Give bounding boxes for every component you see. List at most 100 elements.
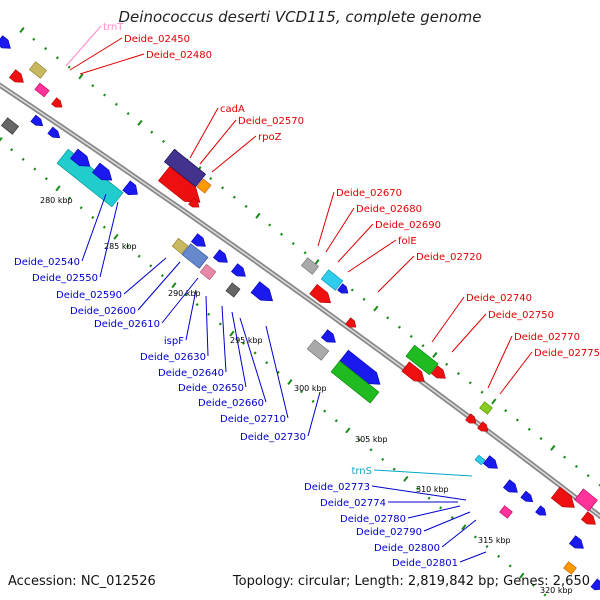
tick-mark (527, 427, 531, 431)
label-blue-8: Deide_02650 (178, 383, 244, 394)
tick-mark (543, 593, 547, 597)
tick-mark (91, 215, 95, 220)
gene-48 (568, 535, 584, 549)
tick-mark (10, 148, 14, 152)
label-right-7: Deide_02770 (514, 332, 580, 343)
label-bottom-2: Deide_02774 (320, 498, 386, 509)
gene-28 (345, 317, 357, 328)
tick-mark (409, 334, 413, 338)
tick-mark (291, 242, 295, 246)
label-blue-9-leader (239, 317, 267, 403)
kbp-label-4: 300 kbp (294, 384, 327, 393)
gene-46 (574, 488, 598, 512)
tick-mark (381, 457, 385, 462)
tick-mark (221, 186, 225, 190)
tick-mark (171, 282, 177, 289)
gene-43 (499, 505, 513, 519)
tick-mark (67, 65, 71, 69)
tick-mark (21, 157, 25, 161)
tick-mark (44, 177, 48, 181)
tick-mark (473, 535, 477, 539)
gene-27 (337, 283, 349, 294)
tick-mark (350, 288, 354, 292)
gene-10 (92, 162, 113, 181)
kbp-label-2: 290 kbp (168, 289, 201, 298)
label-blue-3: Deide_02600 (70, 306, 136, 317)
tick-mark (421, 344, 425, 348)
tick-mark (397, 325, 401, 329)
gene-45 (550, 486, 575, 508)
tick-mark (504, 409, 508, 413)
gene-41 (502, 479, 518, 493)
tick-mark (563, 455, 567, 459)
kbp-label-3: 295 kbp (230, 336, 263, 345)
tick-mark (279, 232, 284, 236)
tick-mark (207, 312, 211, 316)
label-right-0: Deide_02670 (336, 188, 402, 199)
kbp-label-7: 315 kbp (478, 536, 511, 545)
tick-mark (586, 474, 590, 478)
tick-mark (373, 305, 379, 312)
tick-mark (311, 399, 315, 403)
tick-mark (265, 361, 269, 365)
tick-mark (103, 93, 107, 97)
gene-47 (580, 511, 596, 525)
tick-mark (303, 251, 307, 255)
gene-19 (199, 263, 217, 281)
gene-0 (0, 35, 11, 49)
tick-mark (345, 427, 351, 434)
label-bottom-3-leader (407, 505, 461, 519)
label-blue-1-leader (99, 201, 119, 278)
tick-mark (432, 352, 438, 358)
tick-mark (485, 545, 489, 549)
tick-mark (491, 398, 497, 405)
tick-mark (184, 293, 188, 297)
label-right-5: Deide_02740 (466, 293, 532, 304)
label-bottom-4-leader (423, 511, 471, 532)
gene-16 (171, 237, 189, 255)
gene-40 (482, 455, 498, 469)
tick-mark (218, 322, 222, 326)
tick-mark (299, 390, 304, 394)
label-blue-8-leader (231, 311, 247, 388)
label-right-1-leader (325, 207, 355, 253)
tick-mark (598, 483, 600, 487)
tick-mark (55, 185, 61, 192)
label-blue-7-leader (221, 305, 227, 373)
gene-37 (465, 413, 477, 424)
label-mid-0: cadA (220, 104, 245, 115)
label-mid-0-leader (189, 107, 219, 159)
label-bottom-6: Deide_02801 (392, 558, 458, 569)
accession-label: Accession: NC_012526 (8, 574, 156, 589)
tick-mark (33, 167, 37, 171)
gene-1 (28, 61, 48, 79)
label-blue-0: Deide_02540 (14, 257, 80, 268)
backbone-highlight (0, 84, 600, 518)
gene-30 (320, 329, 336, 343)
label-trnS: trnS (351, 466, 372, 477)
tick-mark (450, 515, 454, 520)
label-blue-5-leader (185, 289, 197, 341)
label-bottom-6-leader (459, 551, 487, 563)
gene-25 (320, 269, 344, 291)
tick-mark (439, 506, 443, 510)
tick-mark (232, 195, 236, 199)
gene-4 (51, 97, 63, 108)
label-bottom-1: Deide_02773 (304, 482, 370, 493)
gene-31 (339, 349, 381, 385)
label-bottom-5: Deide_02800 (374, 543, 440, 554)
tick-mark (137, 254, 141, 258)
label-blue-6: Deide_02630 (140, 352, 206, 363)
label-bottom-1-leader (371, 485, 467, 501)
gene-33 (405, 344, 439, 376)
label-right-4-leader (377, 255, 415, 293)
label-blue-5: ispF (164, 336, 184, 347)
label-mid-1: Deide_02570 (238, 116, 304, 127)
tick-mark (480, 390, 484, 394)
label-right-5-leader (431, 296, 465, 343)
gene-2 (8, 69, 24, 83)
tick-mark (79, 206, 83, 210)
tick-mark (323, 409, 327, 413)
tick-mark (44, 47, 48, 51)
